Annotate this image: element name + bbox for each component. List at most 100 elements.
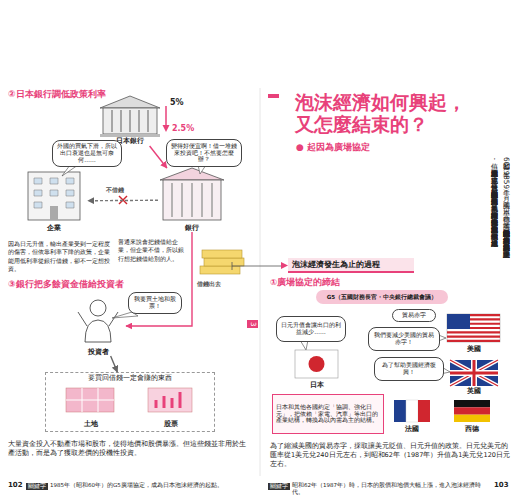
label-text: ● 起因為廣場協定 [296,141,496,153]
cross-mark [119,196,127,204]
japan-flag [295,350,338,378]
germany-flag [454,415,490,422]
uk-saltire-red [450,360,498,386]
node-text: 要買回借錢一定會賺的東西 [88,375,172,383]
page-gutter [260,88,261,476]
node-text: 股票 [164,421,178,429]
image-tile: 股票 [146,387,196,429]
node-text: 美國 [467,346,481,354]
rate-arrow [165,106,167,126]
company-door [50,206,58,220]
uk-saltire [450,360,498,386]
speech-bubble: 為了幫助美國經濟復興！ [374,357,444,381]
label-text: 大量資金投入不動產市場和股市，使得地價和股價暴漲。但這些錢並非用於生產活動，而是… [8,440,250,458]
speech-bubble: 貿易赤字 [392,309,436,322]
us-canton [447,314,470,329]
label-text: 1985年（昭和60年）的G5廣場協定，成為日本泡沫經濟的起點。 [50,482,245,489]
money-stack [202,250,242,258]
bank-columns [172,183,212,217]
image-tile: 土地 [66,387,116,429]
node-text: 日元升值會讓出口的利益減少…… [280,322,342,336]
label-text: ①廣場協定的締結 [270,277,420,288]
speech-bubble: 變得好便宜啊！借一堆錢來投資吧！不然要怎麼辦？ [166,139,242,167]
node-text: 西德 [465,426,479,434]
connector-arrow [126,232,192,326]
uk-cross-red [450,360,498,386]
node-text: 法國 [405,426,419,434]
label-text: 普通來說會把錢借給企業，但企業不借，所以銀行想把錢借給別的人。 [118,238,186,263]
label-text: 昭和60年（1985年）9月，美國、日本、西德、英國、法國五國的財務長官與中央銀… [290,157,512,251]
flag-node: 法國 [392,398,432,434]
node-text: 日本和其他各國約定「協調、強化日元」，把依賴「家電、汽車」等出口的產業結構，轉換… [276,404,380,424]
france-flag [418,400,430,422]
company-windows [34,178,74,208]
page-title: 泡沫經濟如何興起，又怎麼結束的？ [295,92,480,136]
label-text: 昭和62年（1987年）時，日本的股價和地價大幅上漲，進入泡沫經濟時代。 [292,482,487,497]
label-text: 為了縮減美國的貿易赤字，採取讓美元貶值、日元升值的政策。日元兌美元的匯率從1美元… [270,442,512,468]
japan-sun [309,356,325,372]
france-flag [394,400,406,422]
node-text: 英國 [467,388,481,396]
node-text: 銀行 [185,224,199,232]
note-box: 日本和其他各國約定「協調、強化日元」，把依賴「家電、汽車」等出口的產業結構，轉換… [272,394,384,434]
dashed-box: 要買回借錢一定會賺的東西土地 股票 [45,372,215,432]
label-text: 關鍵字 [268,483,290,490]
illustrated-figure: 投資者 [70,296,126,356]
investor-arms [78,312,118,326]
node-text: 泡沫經濟發生為止的過程 [292,260,414,270]
building-body [103,108,157,134]
edge-label: 借錢出去 [196,280,222,289]
node-text: 變得好便宜啊！借一堆錢來投資吧！不然要怎麼辦？ [170,143,238,164]
label-text: 2.5% [172,124,194,135]
company-building [28,172,80,220]
flag-node: 美國 [445,312,502,354]
speech-bubble: 日元升值會讓出口的利益減少…… [276,316,346,342]
node-text: 為了幫助美國經濟復興！ [378,362,440,376]
land-tile [66,388,114,412]
cross-mark [119,196,127,204]
section-band: 泡沫經濟發生為止的過程 [288,258,414,273]
connector-arrow [88,200,158,202]
node-text: 我們要減少美國的貿易赤字！ [372,332,436,346]
node-text: 投資者 [88,348,109,356]
bank-building [163,180,221,220]
germany-flag [454,407,490,414]
us-flag [447,314,500,342]
speech-bubble: 我們要減少美國的貿易赤字！ [368,327,440,351]
edge-label: 不借錢 [105,186,125,195]
flag-node: 英國 [448,358,500,396]
label-text: 因為日元升值，輸出產業受到一定程度的傷害，但依靠利率下降的政策，企業能用低利率從… [8,240,112,273]
meeting-band: G5（五國財務長官・中央銀行總裁會議） [316,290,448,304]
illustrated-figure: 銀行 [158,168,226,232]
label-text: 第3章 [247,320,258,328]
uk-cross [450,360,498,386]
node-text: 我要買土地和股票！ [132,296,178,310]
label-text: ②日本銀行調低政策利率 [8,88,168,100]
section-bracket [232,262,282,270]
node-text: 貿易赤字 [402,312,426,319]
section-marker [281,262,288,269]
land-grid [66,388,114,412]
node-text: G5（五國財務長官・中央銀行總裁會議） [327,294,437,301]
flag-node: 西德 [452,398,492,434]
node-text: 外國的買氣下滑，所以出口衰退也是無可奈何…… [56,143,118,164]
label-text: 103 [494,481,509,490]
france-flag [406,400,418,422]
investor-head [90,300,106,316]
illustrated-figure: 企業 [20,170,88,232]
label-text: 關鍵字 [26,483,48,490]
bank-roof [160,168,224,180]
connector-arrow [150,146,167,168]
building-roof [100,96,160,108]
building-base [100,134,160,137]
building-columns [112,110,148,132]
investor-body [85,320,111,342]
germany-flag [454,400,490,407]
label-text: 102 [8,481,23,490]
node-text: 土地 [84,421,98,429]
